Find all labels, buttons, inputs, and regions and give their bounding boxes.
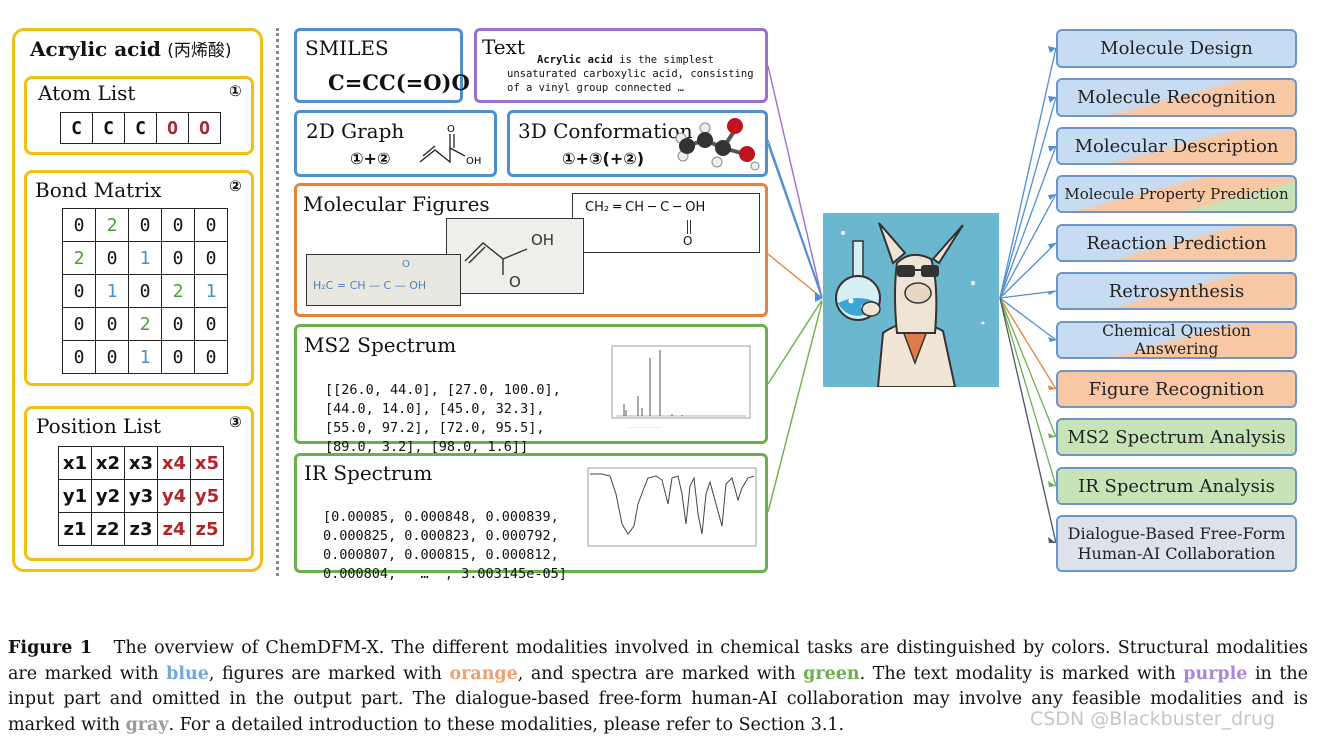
output-molecule-property-prediction: Molecule Property Prediction bbox=[1056, 175, 1297, 213]
watermark: CSDN @Blackbuster_drug bbox=[1030, 708, 1275, 730]
output-figure-recognition: Figure Recognition bbox=[1056, 370, 1297, 408]
output-molecule-design: Molecule Design bbox=[1056, 29, 1297, 68]
output-dialogue-collaboration: Dialogue-Based Free-Form Human-AI Collab… bbox=[1056, 515, 1297, 572]
output-retrosynthesis: Retrosynthesis bbox=[1056, 272, 1297, 310]
chemdfm-x-llama-mascot bbox=[823, 213, 999, 387]
output-ms2-spectrum-analysis: MS2 Spectrum Analysis bbox=[1056, 418, 1297, 456]
output-chemical-question-answering: Chemical Question Answering bbox=[1056, 321, 1297, 359]
output-molecule-recognition: Molecule Recognition bbox=[1056, 78, 1297, 117]
output-ir-spectrum-analysis: IR Spectrum Analysis bbox=[1056, 467, 1297, 505]
output-reaction-prediction: Reaction Prediction bbox=[1056, 224, 1297, 262]
output-molecular-description: Molecular Description bbox=[1056, 127, 1297, 165]
